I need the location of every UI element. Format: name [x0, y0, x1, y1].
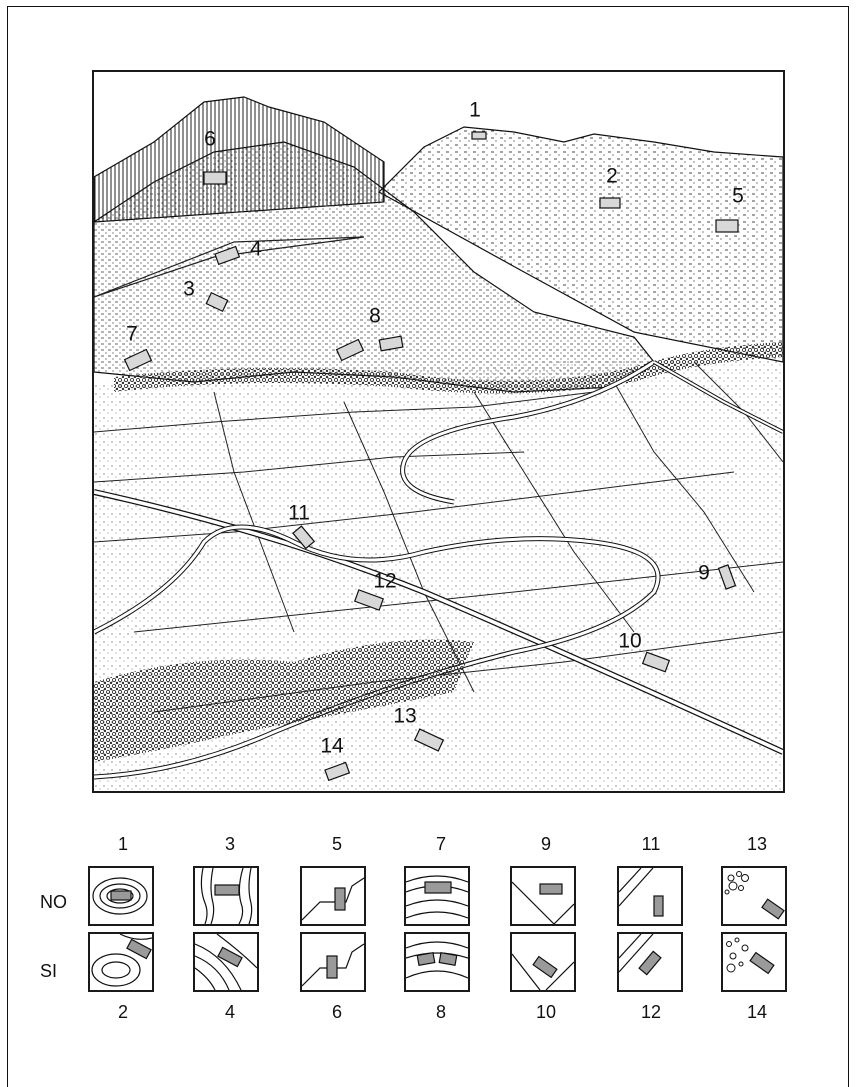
house-label-12: 12: [373, 571, 396, 592]
house-label-13: 13: [393, 706, 416, 727]
house-label-7: 7: [126, 324, 138, 345]
house-label-2: 2: [606, 166, 618, 187]
house-label-3: 3: [183, 279, 195, 300]
house-label-11: 11: [288, 503, 310, 524]
house-label-14: 14: [320, 736, 343, 757]
house-label-6: 6: [204, 129, 216, 150]
house-label-5: 5: [732, 186, 744, 207]
house-label-9: 9: [698, 563, 710, 584]
landscape-illustration: 1 2 3 4 5 6 7 8 9 10 11 12 13 14: [92, 70, 785, 793]
house-2: [600, 198, 620, 208]
house-label-1: 1: [469, 100, 481, 121]
landscape-drawing: [94, 72, 783, 791]
house-label-4: 4: [250, 239, 262, 260]
house-5: [716, 220, 738, 232]
house-label-10: 10: [618, 631, 641, 652]
house-1: [472, 132, 486, 139]
house-label-8: 8: [369, 306, 381, 327]
house-6: [204, 172, 226, 184]
